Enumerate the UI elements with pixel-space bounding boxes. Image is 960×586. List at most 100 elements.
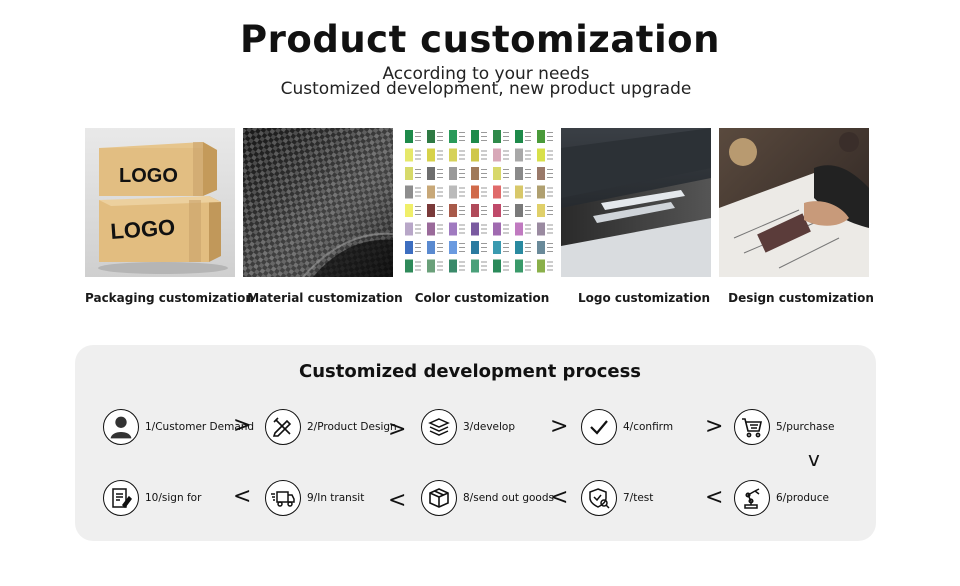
swatch-line: [503, 224, 509, 226]
swatch-line: [415, 224, 421, 226]
swatch-line: [437, 177, 443, 178]
process-title: Customized development process: [298, 361, 641, 382]
swatch-line: [481, 132, 487, 133]
swatch-line: [437, 150, 443, 152]
swatch-line: [525, 228, 531, 230]
color-swatch: [537, 130, 545, 143]
swatch-line: [437, 265, 443, 267]
swatch-line: [415, 158, 421, 160]
shield-search-icon: [581, 480, 617, 516]
color-swatch: [405, 241, 413, 254]
swatch-line: [459, 269, 465, 271]
swatch-line: [503, 132, 509, 133]
color-swatch: [537, 259, 545, 273]
robot-arm-icon: [734, 480, 770, 516]
swatch-line: [481, 251, 487, 252]
color-swatch: [405, 148, 413, 162]
swatch-line: [415, 177, 421, 178]
design-image: [719, 128, 869, 277]
swatch-line: [459, 210, 465, 211]
swatch-line: [415, 173, 421, 174]
swatch-line: [415, 261, 421, 263]
swatch-line: [459, 191, 465, 193]
swatch-line: [437, 154, 443, 156]
swatch-line: [415, 140, 421, 141]
color-swatch: [427, 259, 435, 273]
swatch-line: [415, 269, 421, 271]
swatch-line: [415, 247, 421, 248]
swatch-line: [525, 206, 531, 207]
swatch-line: [547, 232, 553, 234]
color-swatch: [515, 204, 523, 217]
color-swatch: [493, 148, 501, 162]
step-sign-for: 10/sign for: [103, 480, 201, 516]
color-swatch: [405, 259, 413, 273]
color-swatch: [537, 204, 545, 217]
color-swatch: [493, 130, 501, 143]
swatch-line: [459, 150, 465, 152]
swatch-line: [525, 265, 531, 267]
color-swatch: [449, 241, 457, 254]
color-swatch: [515, 241, 523, 254]
swatch-line: [437, 214, 443, 215]
swatch-line: [415, 210, 421, 211]
swatch-line: [481, 247, 487, 248]
color-swatch: [537, 222, 545, 236]
color-swatch: [537, 185, 545, 199]
subtitle-line-1: According to your needs: [382, 64, 590, 84]
subtitle-line-2: Customized development, new product upgr…: [280, 79, 692, 99]
step-label: 1/Customer Demand: [145, 421, 255, 433]
swatch-line: [481, 214, 487, 215]
swatch-line: [525, 173, 531, 174]
color-swatch: [427, 167, 435, 180]
swatch-line: [415, 150, 421, 152]
step-label: 3/develop: [463, 421, 516, 433]
swatch-line: [547, 243, 553, 244]
swatch-line: [503, 195, 509, 197]
swatch-line: [547, 158, 553, 160]
swatch-line: [503, 269, 509, 271]
swatch-line: [437, 158, 443, 160]
color-swatch: [449, 204, 457, 217]
color-swatch: [471, 130, 479, 143]
caption-logo: Logo customization: [577, 291, 711, 305]
step-label: 4/confirm: [623, 421, 674, 433]
color-swatch: [427, 241, 435, 254]
swatch-line: [547, 214, 553, 215]
swatch-line: [525, 177, 531, 178]
truck-icon: [265, 480, 301, 516]
swatch-line: [525, 187, 531, 189]
swatch-line: [525, 243, 531, 244]
swatch-line: [437, 173, 443, 174]
swatch-line: [525, 214, 531, 215]
swatch-line: [503, 136, 509, 137]
swatch-line: [547, 265, 553, 267]
swatch-line: [481, 269, 487, 271]
swatch-line: [525, 232, 531, 234]
swatch-line: [547, 261, 553, 263]
color-swatch: [515, 185, 523, 199]
swatch-line: [459, 214, 465, 215]
swatch-line: [503, 247, 509, 248]
swatch-line: [437, 269, 443, 271]
step-label: 7/test: [623, 492, 654, 504]
swatch-line: [459, 154, 465, 156]
swatch-line: [459, 265, 465, 267]
swatch-line: [481, 228, 487, 230]
swatch-line: [437, 195, 443, 197]
swatch-line: [437, 187, 443, 189]
caption-design: Design customization: [728, 291, 874, 305]
swatch-line: [503, 243, 509, 244]
swatch-line: [437, 210, 443, 211]
color-swatch: [449, 148, 457, 162]
arrow-down: v: [808, 447, 820, 471]
swatch-line: [459, 158, 465, 160]
swatch-line: [525, 191, 531, 193]
swatch-line: [525, 251, 531, 252]
swatch-line: [525, 224, 531, 226]
swatch-line: [525, 269, 531, 271]
swatch-line: [547, 224, 553, 226]
arrow-left-3: <: [550, 485, 569, 510]
color-swatch: [515, 259, 523, 273]
swatch-line: [503, 206, 509, 207]
